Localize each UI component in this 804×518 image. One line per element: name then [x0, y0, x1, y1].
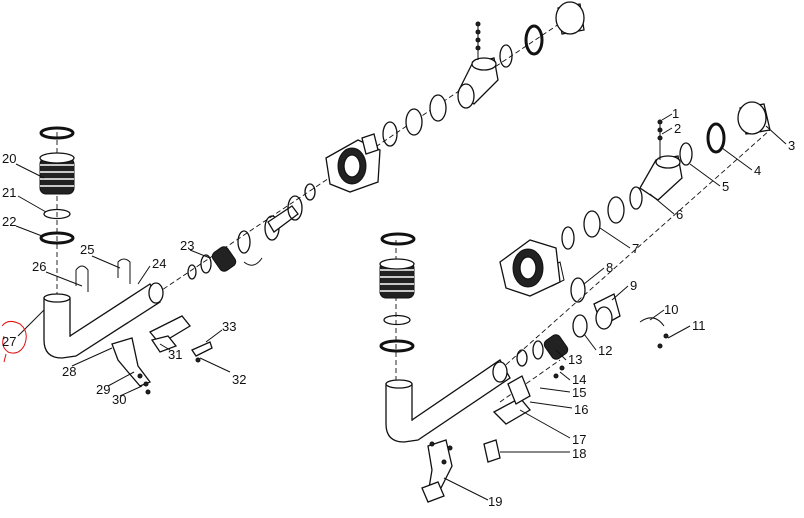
callout-33: 33: [222, 319, 236, 334]
callout-24: 24: [152, 256, 166, 271]
callout-16: 16: [574, 402, 588, 417]
callout-9: 9: [630, 278, 637, 293]
callout-4: 4: [754, 163, 761, 178]
callout-22: 22: [2, 214, 16, 229]
leader-lines: [15, 113, 787, 501]
callout-21: 21: [2, 185, 16, 200]
callout-18: 18: [572, 446, 586, 461]
callout-labels: 1 2 3 4 5 6 7 8 9 10 11 12 13 14 15 16 1…: [2, 106, 795, 509]
callout-15: 15: [572, 385, 586, 400]
callout-1: 1: [672, 106, 679, 121]
callout-14: 14: [572, 372, 586, 387]
callout-32: 32: [232, 372, 246, 387]
callout-31: 31: [168, 347, 182, 362]
callout-7: 7: [632, 241, 639, 256]
callout-26: 26: [32, 259, 46, 274]
callout-23: 23: [180, 238, 194, 253]
left-assembly: [39, 1, 585, 395]
callout-11: 11: [692, 318, 706, 333]
callout-10: 10: [664, 302, 678, 317]
callout-5: 5: [722, 179, 729, 194]
callout-13: 13: [568, 352, 582, 367]
callout-8: 8: [606, 260, 613, 275]
callout-12: 12: [598, 343, 612, 358]
callout-2: 2: [674, 121, 681, 136]
callout-20: 20: [2, 151, 16, 166]
callout-6: 6: [676, 207, 683, 222]
right-assembly: [379, 101, 771, 503]
callout-27: 27: [2, 334, 16, 349]
turbo-housing-left: [325, 133, 381, 193]
callout-25: 25: [80, 242, 94, 257]
callout-30: 30: [112, 392, 126, 407]
callout-29: 29: [96, 382, 110, 397]
callout-28: 28: [62, 364, 76, 379]
bellows-part: [39, 152, 75, 195]
bellows-small-23: [211, 246, 237, 272]
callout-17: 17: [572, 432, 586, 447]
turbo-housing-right: [499, 239, 561, 297]
callout-19: 19: [488, 494, 502, 509]
callout-3: 3: [788, 138, 795, 153]
red-markup: [1, 320, 27, 363]
